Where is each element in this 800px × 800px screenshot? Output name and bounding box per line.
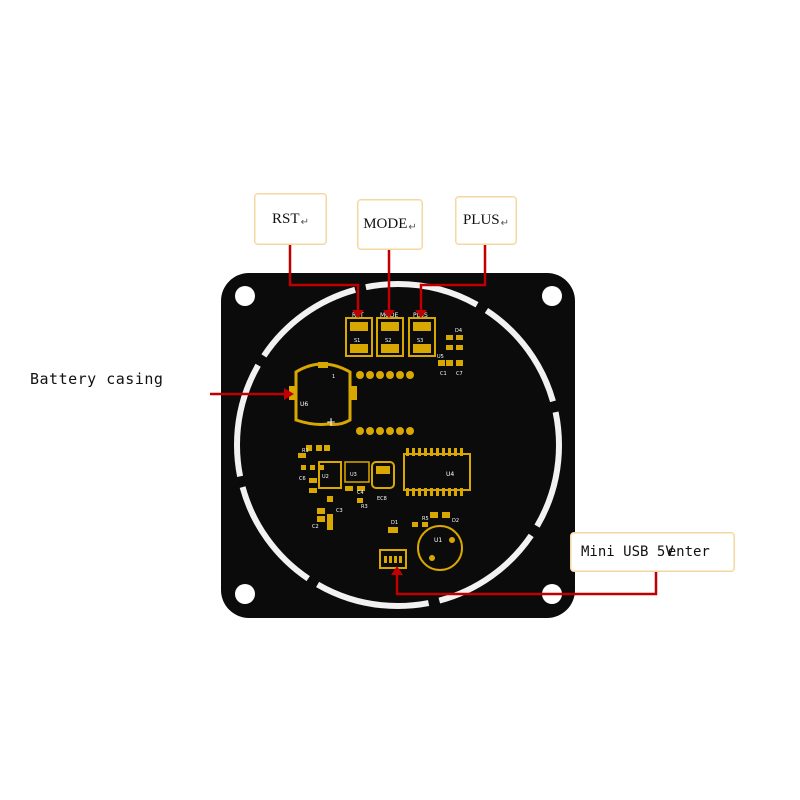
mode-callout: MODE↵ xyxy=(357,199,423,250)
plus-callout: PLUS↵ xyxy=(455,196,517,245)
silk-c6: C6 xyxy=(299,476,306,482)
switch-s1 xyxy=(345,317,373,357)
silk-c4: C4 xyxy=(357,490,364,496)
capacitor-ec8 xyxy=(371,461,395,489)
buzzer-u1 xyxy=(417,525,463,571)
bottom-components xyxy=(388,512,450,533)
switch-s3 xyxy=(408,317,436,357)
silk-u1: U1 xyxy=(434,537,442,544)
silk-s3: S3 xyxy=(417,338,423,344)
usb-overlap-text: enter xyxy=(667,544,710,560)
plus-label: PLUS xyxy=(462,212,500,228)
led-ring xyxy=(234,281,562,609)
mounting-hole xyxy=(235,286,255,306)
leader-arrowheads xyxy=(284,310,427,575)
silk-c1: C1 xyxy=(440,371,447,377)
silk-u6: U6 xyxy=(300,401,308,408)
rst-label: RST xyxy=(272,210,300,227)
silk-d1: D1 xyxy=(391,520,398,526)
silk-c2: C2 xyxy=(312,524,319,530)
silk-d4: D4 xyxy=(455,328,462,334)
mounting-hole xyxy=(542,286,562,306)
silk-r1: R1 xyxy=(302,448,309,454)
silk-plus-sign: + xyxy=(326,415,336,429)
silk-u5: U5 xyxy=(437,354,444,360)
silk-u3: U3 xyxy=(350,472,357,478)
pcb-board xyxy=(221,273,575,618)
return-mark: ↵ xyxy=(300,216,309,228)
silk-c3: C3 xyxy=(336,508,343,514)
silk-r3: R3 xyxy=(361,504,368,510)
silk-s1: S1 xyxy=(354,338,360,344)
silk-u2: U2 xyxy=(322,474,329,480)
pad-row-bottom xyxy=(356,427,414,435)
rst-callout: RST↵ xyxy=(254,193,327,245)
silk-s2: S2 xyxy=(385,338,391,344)
return-mark: ↵ xyxy=(408,222,417,233)
battery-holder xyxy=(289,362,357,426)
battery-casing-label: Battery casing xyxy=(30,370,164,388)
silk-d2: D2 xyxy=(452,518,459,524)
silk-ec8: EC8 xyxy=(377,496,387,502)
ic-u4 xyxy=(403,448,471,496)
usb-connector xyxy=(379,549,407,569)
pad-row-top xyxy=(356,371,414,379)
silk-one: 1 xyxy=(332,374,335,380)
leader-lines xyxy=(210,245,658,596)
silk-r5: R5 xyxy=(422,516,429,522)
return-mark: ↵ xyxy=(500,218,510,229)
left-components xyxy=(298,445,370,530)
silk-c7: C7 xyxy=(456,371,463,377)
switch-s2 xyxy=(376,317,404,357)
mounting-hole xyxy=(235,584,255,604)
silk-u4: U4 xyxy=(446,471,454,478)
mode-label: MODE xyxy=(363,216,408,232)
usb-label: Mini USB 5V xyxy=(581,544,674,560)
